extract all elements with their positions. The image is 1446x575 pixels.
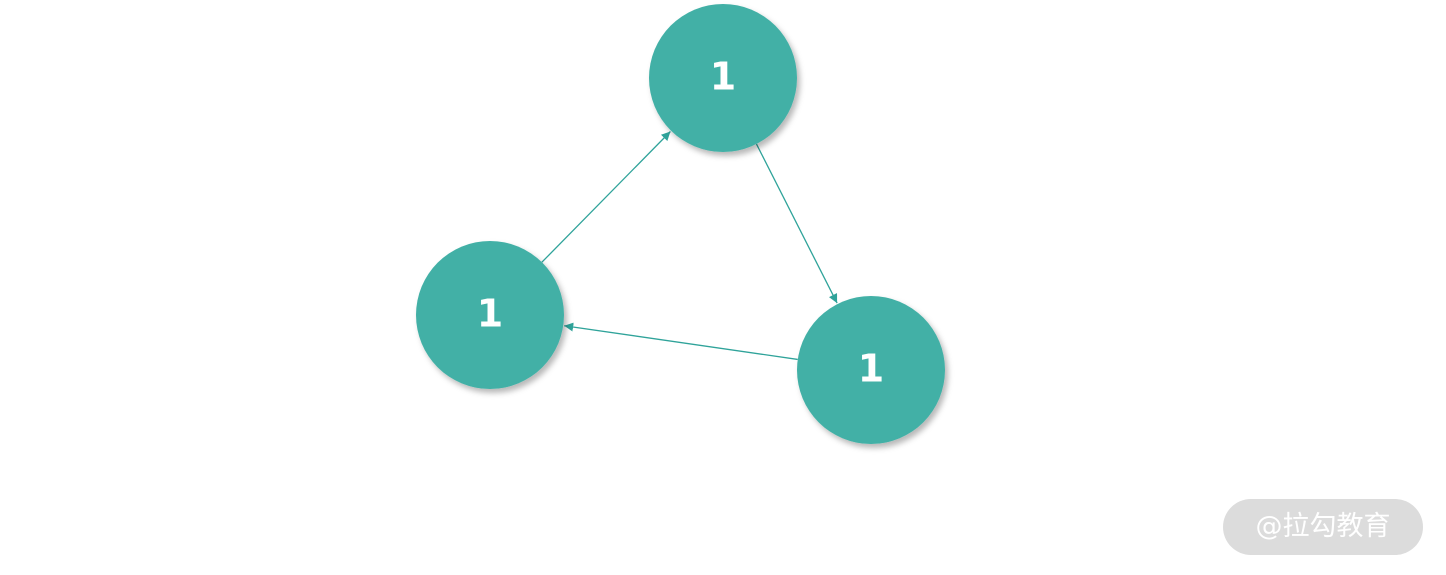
node-right: 1 — [797, 296, 945, 444]
node-circle — [416, 241, 564, 389]
node-circle — [797, 296, 945, 444]
node-circle — [649, 4, 797, 152]
node-label: 1 — [858, 347, 884, 391]
node-label: 1 — [477, 292, 503, 336]
node-label: 1 — [710, 55, 736, 99]
edge-arrow-top-to-right — [755, 143, 838, 304]
watermark-badge: @拉勾教育 — [1223, 499, 1423, 555]
edges — [541, 131, 838, 361]
nodes: 1 1 1 — [416, 4, 945, 444]
node-left: 1 — [416, 241, 564, 389]
node-top: 1 — [649, 4, 797, 152]
edge-arrow-right-to-left — [564, 322, 798, 361]
edge-arrow-left-to-top — [541, 131, 671, 263]
